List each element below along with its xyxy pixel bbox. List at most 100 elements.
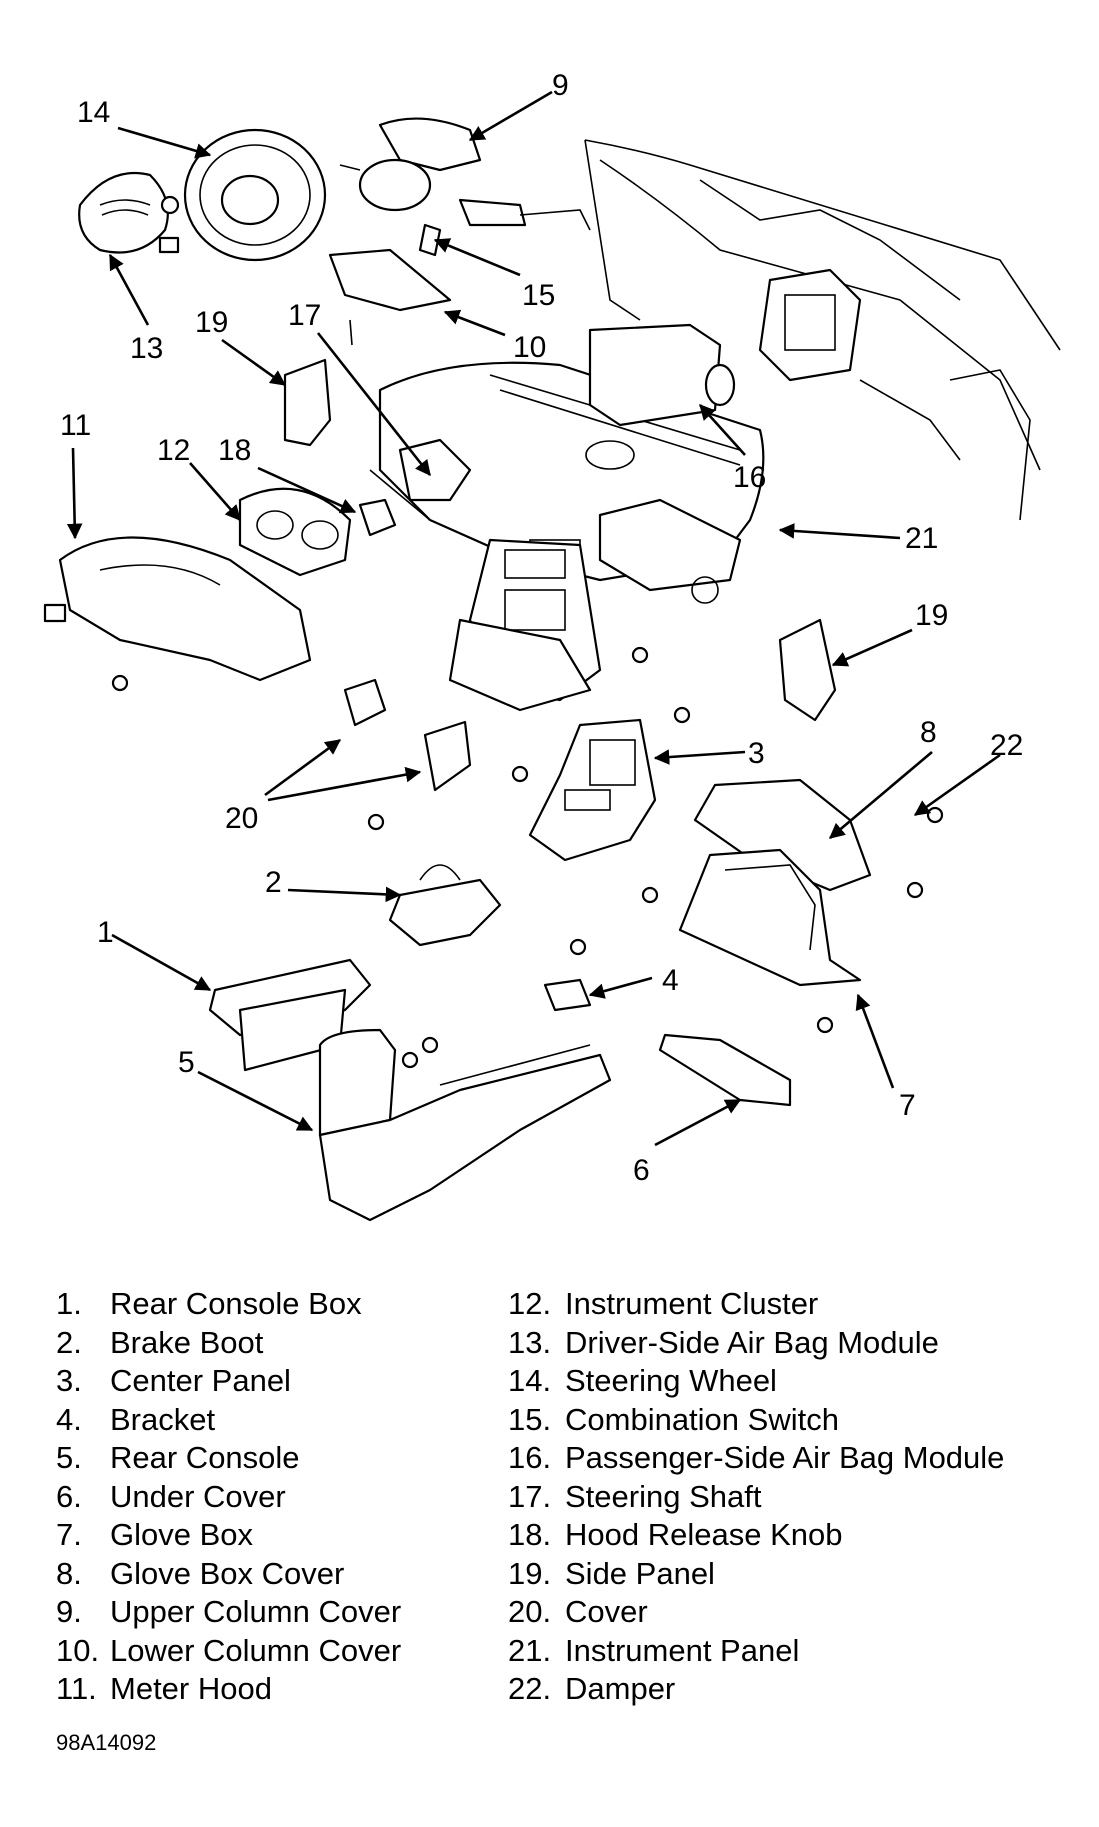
figure-code: 98A14092 bbox=[56, 1730, 157, 1755]
callout-20: 20 bbox=[225, 802, 258, 835]
legend-label: Steering Shaft bbox=[565, 1478, 762, 1514]
callout-7: 7 bbox=[899, 1089, 916, 1122]
legend-item: 14.Steering Wheel bbox=[508, 1362, 1088, 1401]
callout-labels: 1 2 3 4 5 6 7 8 9 10 11 12 13 14 15 16 1… bbox=[60, 69, 1023, 1187]
legend-item: 12. Instrument Cluster bbox=[508, 1285, 1088, 1324]
legend-label: Combination Switch bbox=[565, 1401, 839, 1437]
side-panel-left bbox=[283, 358, 332, 447]
legend-number: 13. bbox=[508, 1324, 552, 1360]
rear-console bbox=[318, 1028, 612, 1222]
callout-18: 18 bbox=[218, 434, 251, 467]
side-panel-right bbox=[778, 618, 837, 722]
legend-item: 5. Rear Console bbox=[56, 1439, 476, 1478]
legend-label: Brake Boot bbox=[110, 1324, 264, 1360]
legend-label: Passenger-Side Air Bag Module bbox=[565, 1440, 1005, 1475]
callout-21: 21 bbox=[905, 522, 938, 555]
legend-item: 8. Glove Box Cover bbox=[56, 1555, 476, 1594]
legend-item: 10.Lower Column Cover bbox=[56, 1632, 476, 1671]
callout-15: 15 bbox=[522, 279, 555, 312]
callout-16: 16 bbox=[733, 461, 766, 494]
legend-item: 18.Hood Release Knob bbox=[508, 1516, 1088, 1555]
legend-number: 9. bbox=[56, 1594, 82, 1629]
callout-13: 13 bbox=[130, 332, 163, 365]
legend-number: 5. bbox=[56, 1440, 82, 1475]
legend-label: Side Panel bbox=[565, 1555, 715, 1591]
center-panel bbox=[528, 718, 657, 862]
glove-box-cover bbox=[693, 778, 944, 892]
upper-column-cover bbox=[378, 117, 482, 172]
combination-switch bbox=[339, 158, 591, 257]
legend-number: 10. bbox=[56, 1632, 100, 1668]
steering-shaft bbox=[369, 438, 472, 521]
callout-5: 5 bbox=[178, 1046, 195, 1079]
car-body-outline bbox=[584, 139, 1061, 521]
legend-column-right: 12. Instrument Cluster 13.Driver-Side Air… bbox=[508, 1285, 1088, 1709]
covers bbox=[343, 678, 472, 792]
legend-label: Meter Hood bbox=[110, 1671, 272, 1706]
legend-item: 9. Upper Column Cover bbox=[56, 1593, 476, 1632]
instrument-cluster bbox=[238, 487, 352, 577]
exploded-dashboard-diagram: 1 2 3 4 5 6 7 8 9 10 11 12 13 14 15 16 1… bbox=[43, 69, 1061, 1222]
center-stack bbox=[448, 538, 602, 712]
driver-airbag-module bbox=[78, 171, 169, 254]
legend-label: Instrument Cluster bbox=[565, 1286, 819, 1321]
fasteners bbox=[111, 646, 924, 1069]
legend-item: 13.Driver-Side Air Bag Module bbox=[508, 1324, 1088, 1363]
leader-arrows bbox=[66, 90, 1001, 1147]
legend-number: 22. bbox=[508, 1671, 552, 1706]
legend-item: 11. Meter Hood bbox=[56, 1670, 476, 1709]
under-cover bbox=[658, 1033, 792, 1107]
legend-label: Rear Console Box bbox=[110, 1286, 362, 1321]
steering-wheel bbox=[158, 128, 327, 262]
legend-label: Rear Console bbox=[110, 1440, 300, 1475]
legend-number: 18. bbox=[508, 1517, 552, 1552]
lower-column-cover bbox=[328, 248, 452, 346]
legend-item: 17. Steering Shaft bbox=[508, 1478, 1088, 1517]
legend-label: Upper Column Cover bbox=[110, 1594, 402, 1629]
callout-17: 17 bbox=[288, 299, 321, 332]
legend-number: 16. bbox=[508, 1440, 552, 1475]
legend-number: 11. bbox=[56, 1671, 97, 1706]
hood-release-knob bbox=[358, 498, 397, 537]
callout-1: 1 bbox=[97, 916, 114, 949]
legend-number: 3. bbox=[56, 1363, 82, 1398]
callout-8: 8 bbox=[920, 716, 937, 749]
callout-6: 6 bbox=[633, 1154, 650, 1187]
legend-item: 20.Cover bbox=[508, 1593, 1088, 1632]
callout-3: 3 bbox=[748, 737, 765, 770]
legend-number: 21. bbox=[508, 1632, 552, 1668]
callout-10: 10 bbox=[513, 331, 546, 364]
callout-11: 11 bbox=[60, 409, 91, 442]
legend-item: 1. Rear Console Box bbox=[56, 1285, 476, 1324]
brake-boot bbox=[388, 864, 502, 947]
callout-4: 4 bbox=[662, 964, 679, 997]
legend-number: 15. bbox=[508, 1401, 552, 1437]
legend-label: Instrument Panel bbox=[565, 1632, 800, 1668]
callout-12: 12 bbox=[157, 434, 190, 467]
legend-item: 2.Brake Boot bbox=[56, 1324, 476, 1363]
legend-number: 12. bbox=[508, 1286, 552, 1321]
legend-number: 17. bbox=[508, 1478, 552, 1514]
legend-number: 8. bbox=[56, 1555, 82, 1591]
passenger-airbag-module bbox=[588, 323, 736, 427]
rear-console-box bbox=[208, 958, 372, 1072]
legend-label: Under Cover bbox=[110, 1478, 286, 1514]
parts-legend: 1. Rear Console Box 2.Brake Boot 3. Center… bbox=[0, 1285, 1099, 1706]
callout-22: 22 bbox=[990, 729, 1023, 762]
legend-label: Glove Box Cover bbox=[110, 1555, 345, 1591]
legend-label: Center Panel bbox=[110, 1363, 291, 1398]
legend-number: 1. bbox=[56, 1286, 82, 1321]
legend-item: 22.Damper bbox=[508, 1670, 1088, 1709]
callout-9: 9 bbox=[552, 69, 569, 102]
legend-item: 16. Passenger-Side Air Bag Module bbox=[508, 1439, 1088, 1478]
legend-item: 6. Under Cover bbox=[56, 1478, 476, 1517]
legend-item: 4.Bracket bbox=[56, 1401, 476, 1440]
callout-2: 2 bbox=[265, 866, 282, 899]
bracket bbox=[543, 978, 592, 1012]
callout-19b: 19 bbox=[915, 599, 948, 632]
callout-19a: 19 bbox=[195, 306, 228, 339]
legend-label: Cover bbox=[565, 1594, 648, 1629]
meter-hood bbox=[43, 536, 312, 682]
legend-label: Glove Box bbox=[110, 1517, 254, 1552]
legend-number: 6. bbox=[56, 1478, 82, 1514]
